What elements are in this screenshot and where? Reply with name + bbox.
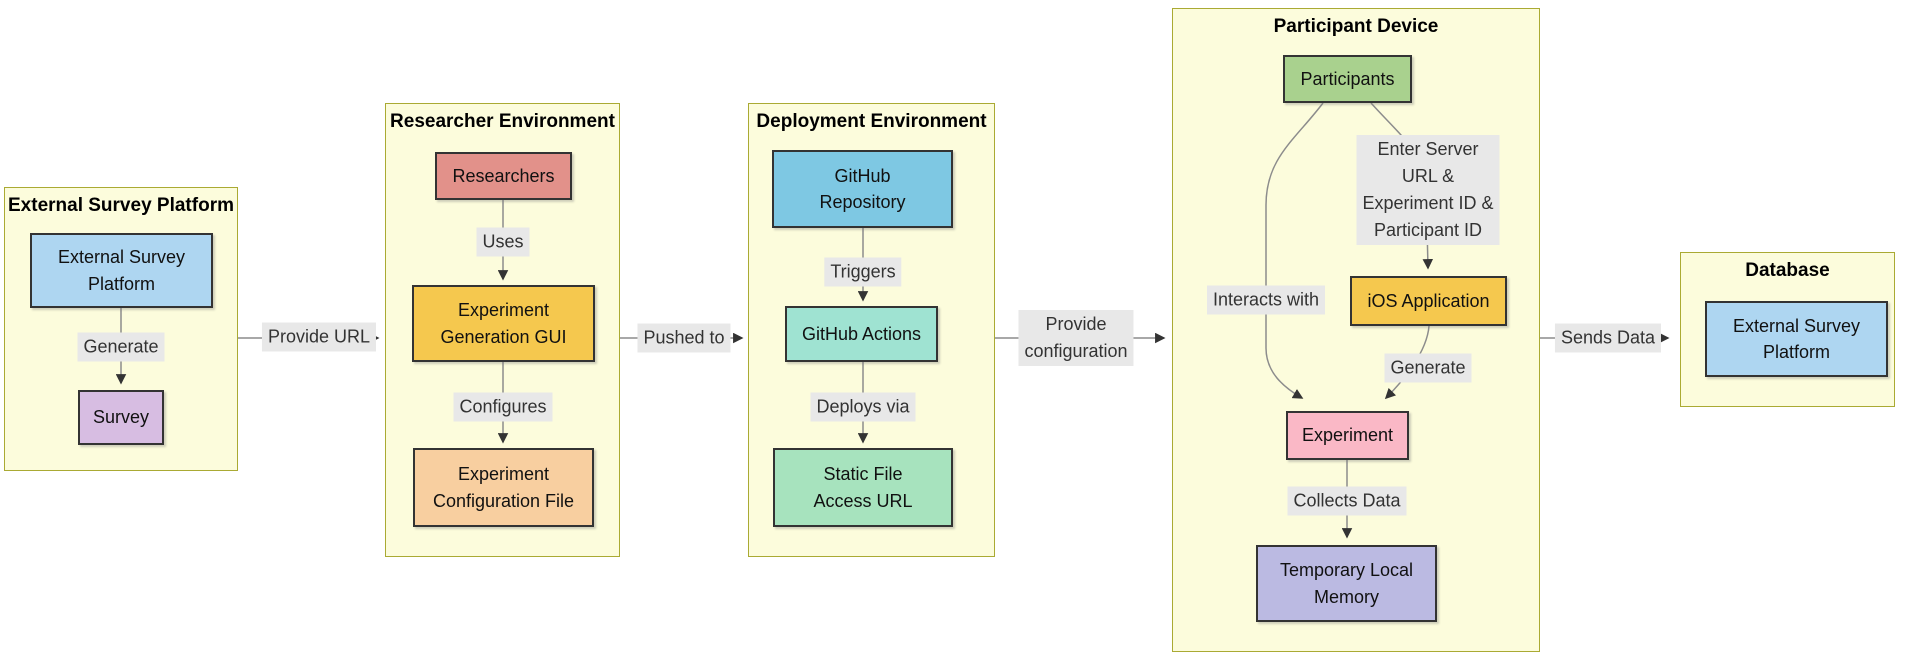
container-title-researcher-environment: Researcher Environment	[390, 111, 615, 132]
node-researchers: Researchers	[435, 152, 572, 200]
node-github-repository: GitHub Repository	[772, 150, 953, 228]
edge-label-interacts-with: Interacts with	[1206, 285, 1326, 315]
node-github-actions: GitHub Actions	[785, 306, 938, 362]
edge-label-uses: Uses	[476, 227, 530, 257]
node-ios-application: iOS Application	[1350, 276, 1507, 326]
container-title-deployment-environment: Deployment Environment	[756, 111, 987, 132]
node-label-experiment: Experiment	[1301, 425, 1394, 446]
edge-label-configures: Configures	[453, 392, 553, 422]
node-survey: Survey	[78, 390, 164, 445]
edge-label-generate-experiment: Generate	[1384, 353, 1472, 383]
node-label-database-external-survey-platform: External Survey Platform	[1732, 315, 1861, 362]
node-label-participants: Participants	[1300, 68, 1395, 89]
node-label-static-file-access-url: Static File Access URL	[813, 464, 913, 511]
node-database-external-survey-platform: External Survey Platform	[1705, 301, 1888, 377]
node-experiment: Experiment	[1286, 411, 1409, 460]
edge-label-sends-data: Sends Data	[1554, 323, 1662, 353]
node-participants: Participants	[1283, 55, 1412, 103]
container-title-external-survey-platform: External Survey Platform	[8, 195, 234, 216]
node-external-survey-platform-node: External Survey Platform	[30, 233, 213, 308]
node-label-researchers: Researchers	[452, 165, 555, 186]
edge-label-generate-survey: Generate	[77, 332, 165, 362]
node-experiment-configuration-file: Experiment Configuration File	[413, 448, 594, 527]
container-title-participant-device: Participant Device	[1273, 16, 1439, 37]
edge-label-pushed-to: Pushed to	[637, 323, 731, 353]
edge-label-collects-data: Collects Data	[1287, 486, 1407, 516]
edge-label-provide-url: Provide URL	[261, 322, 377, 352]
node-experiment-generation-gui: Experiment Generation GUI	[412, 285, 595, 362]
edge-label-provide-configuration: Provide configuration	[1018, 310, 1134, 366]
node-label-experiment-configuration-file: Experiment Configuration File	[432, 464, 575, 511]
container-title-database: Database	[1745, 260, 1830, 281]
node-label-github-repository: GitHub Repository	[819, 165, 906, 212]
edge-label-triggers: Triggers	[824, 257, 902, 287]
node-label-external-survey-platform-node: External Survey Platform	[57, 247, 186, 294]
node-label-ios-application: iOS Application	[1367, 290, 1490, 311]
edge-label-enter-ids: Enter Server URL & Experiment ID & Parti…	[1356, 135, 1500, 245]
edge-label-deploys-via: Deploys via	[810, 392, 916, 422]
node-label-survey: Survey	[92, 407, 150, 428]
node-label-experiment-generation-gui: Experiment Generation GUI	[440, 300, 567, 347]
node-temporary-local-memory: Temporary Local Memory	[1256, 545, 1437, 622]
container-participant-device: Participant Device	[1172, 8, 1540, 652]
node-static-file-access-url: Static File Access URL	[773, 448, 953, 527]
node-label-github-actions: GitHub Actions	[801, 323, 922, 344]
node-label-temporary-local-memory: Temporary Local Memory	[1279, 560, 1414, 607]
